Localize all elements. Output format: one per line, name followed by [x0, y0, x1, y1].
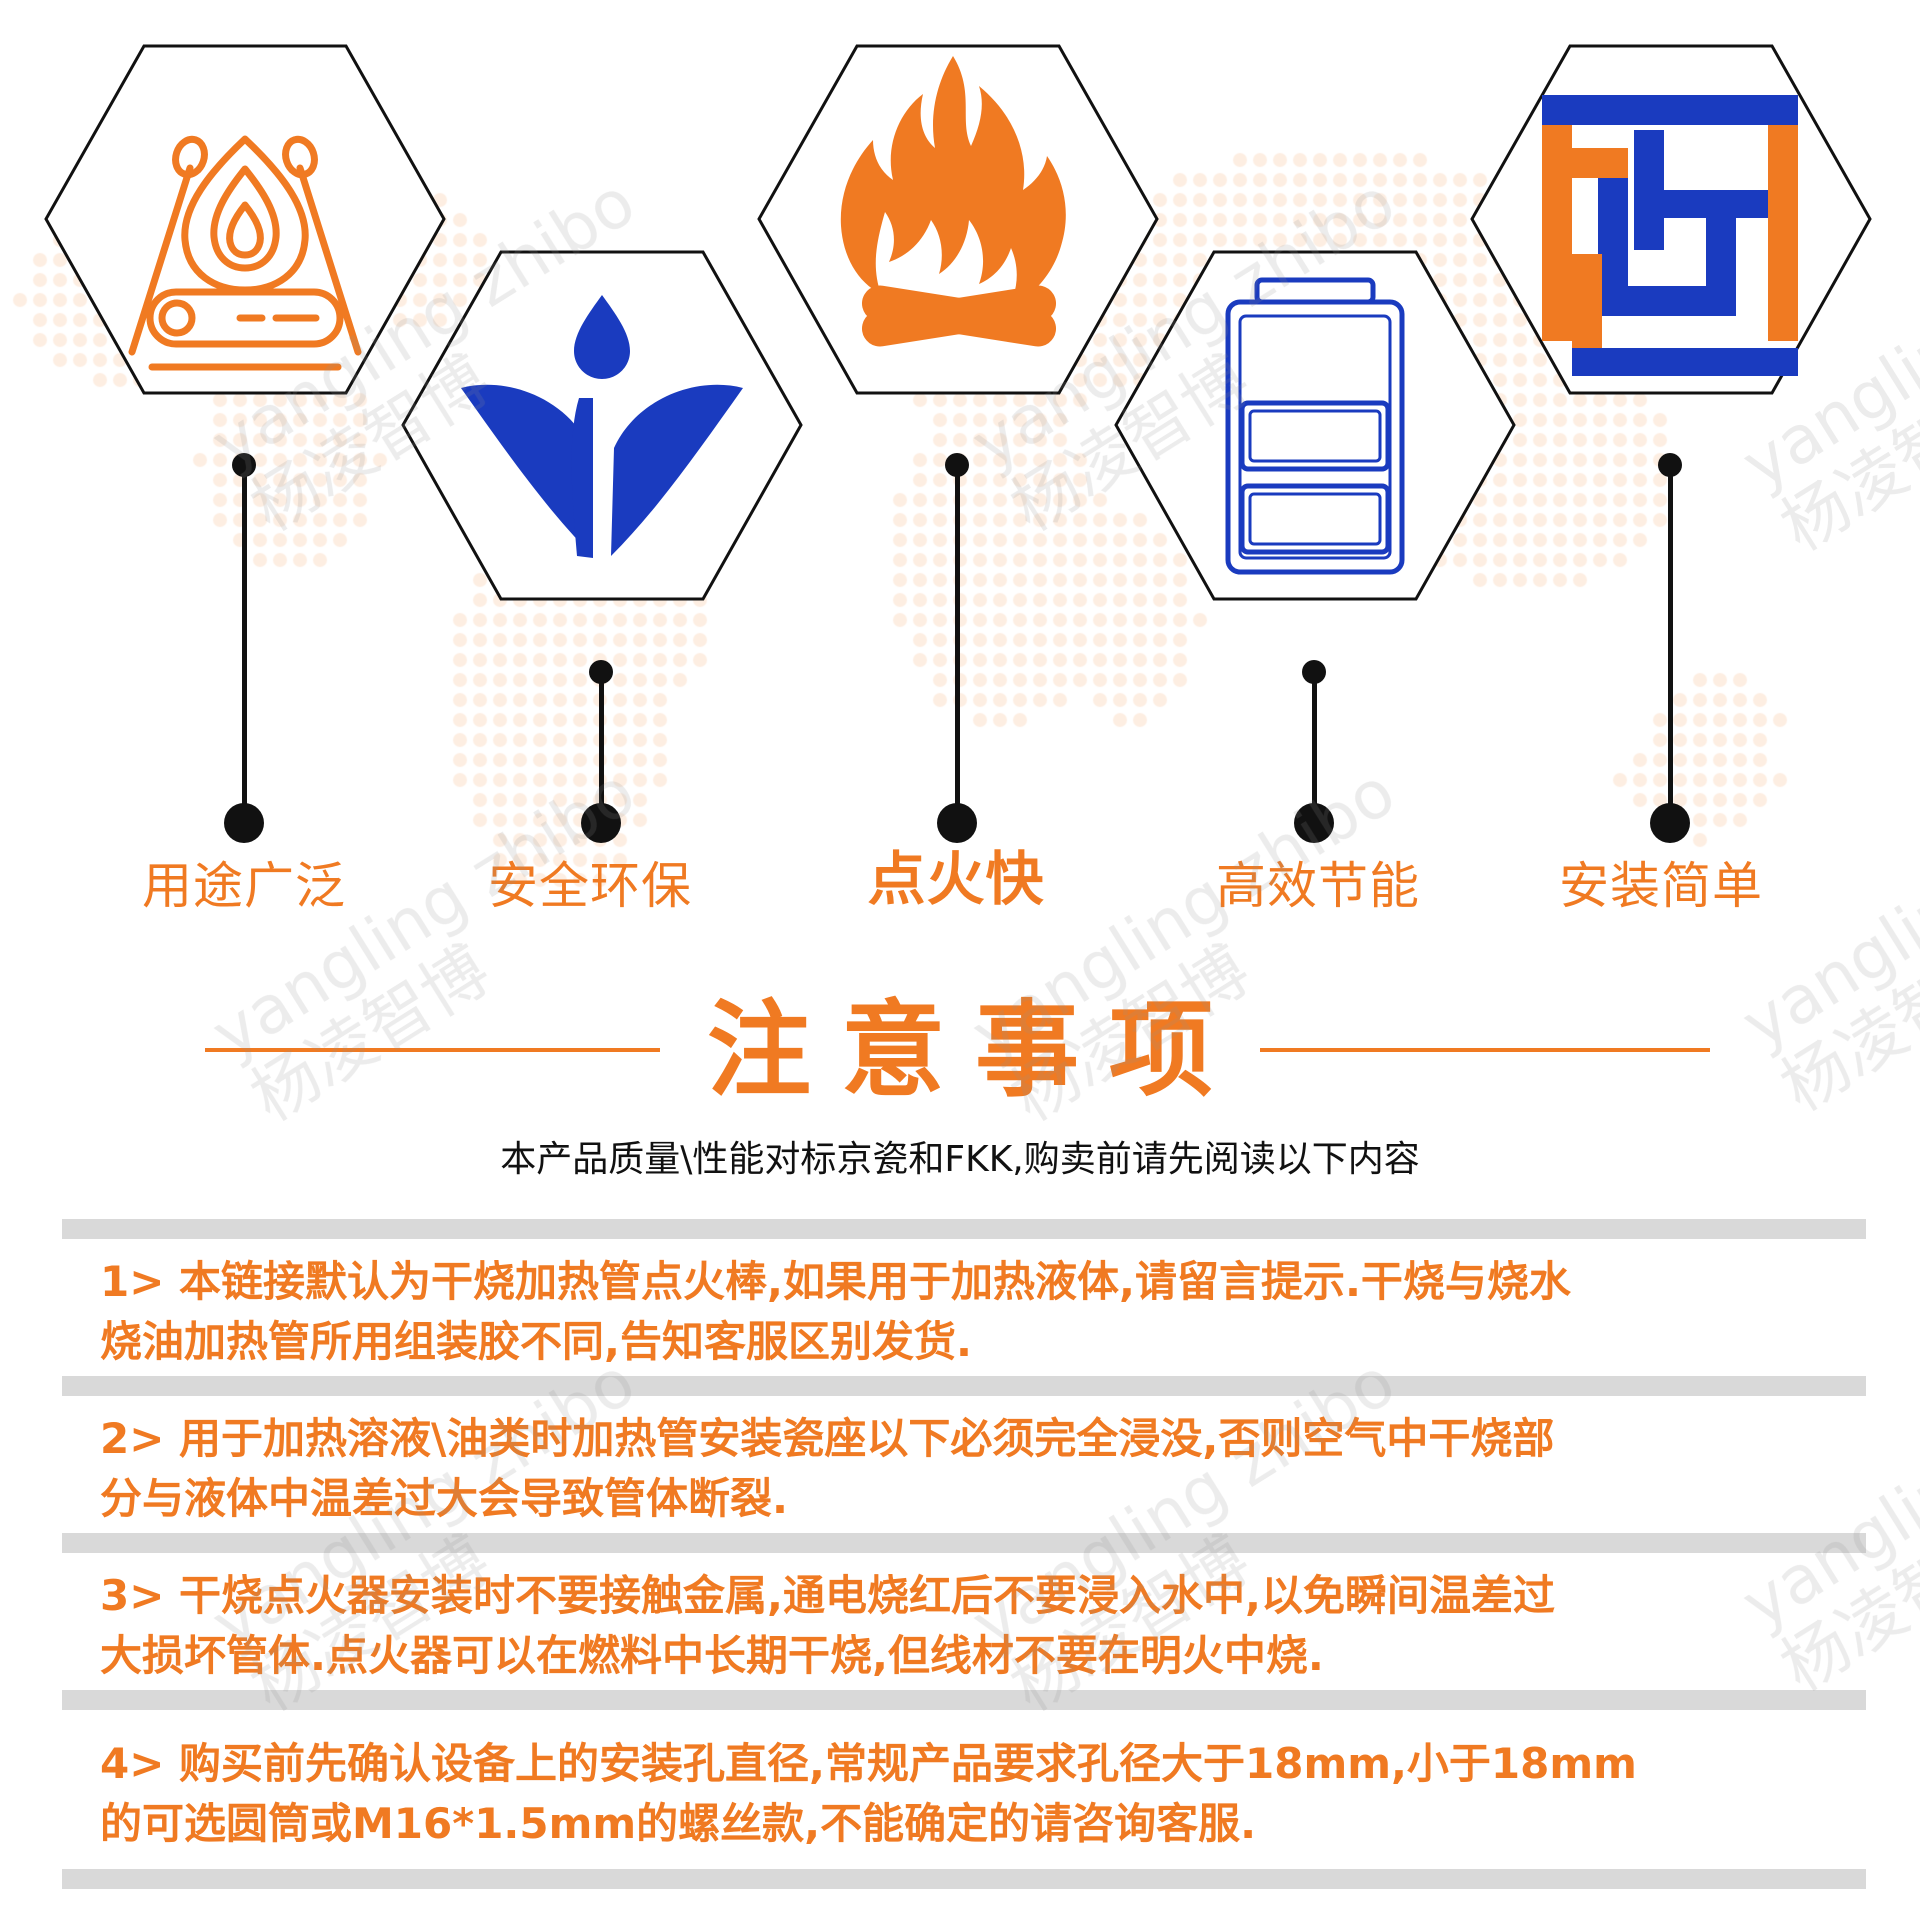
notice-item-4-line-2: 的可选圆筒或M16*1.5mm的螺丝款,不能确定的请咨询客服. — [100, 1799, 1257, 1848]
notice-item-3-line-2: 大损坏管体.点火器可以在燃料中长期干烧,但线材不要在明火中烧. — [100, 1631, 1324, 1680]
connector-line-1 — [241, 465, 247, 823]
feature-hexagon-3 — [753, 42, 1163, 397]
separator-bar-2 — [62, 1376, 1866, 1396]
feature-label-3: 点火快 — [867, 845, 1045, 913]
battery-icon — [1225, 277, 1405, 575]
separator-bar-3 — [62, 1533, 1866, 1553]
feature-hexagon-5 — [1466, 42, 1876, 397]
water-drop-leaf-icon — [461, 295, 743, 558]
notice-item-4: 4> 购买前先确认设备上的安装孔直径,常规产品要求孔径大于18mm,小于18mm… — [100, 1734, 1830, 1854]
separator-bar-5 — [62, 1869, 1866, 1889]
notice-title: 注意事项 — [706, 989, 1243, 1111]
notice-item-2-line-1: 2> 用于加热溶液\油类时加热管安装瓷座以下必须完全浸没,否则空气中干烧部 — [100, 1414, 1555, 1463]
notice-item-2: 2> 用于加热溶液\油类时加热管安装瓷座以下必须完全浸没,否则空气中干烧部 分与… — [100, 1409, 1830, 1529]
notice-item-3-line-1: 3> 干烧点火器安装时不要接触金属,通电烧红后不要浸入水中,以免瞬间温差过 — [100, 1571, 1555, 1620]
feature-hexagon-2 — [397, 248, 807, 603]
flame-icon — [840, 56, 1066, 347]
notice-item-1-line-2: 烧油加热管所用组装胶不同,告知客服区别发货. — [100, 1317, 972, 1366]
feature-label-2: 安全环保 — [488, 857, 692, 915]
install-frame-icon — [1542, 95, 1798, 376]
notice-item-4-line-1: 4> 购买前先确认设备上的安装孔直径,常规产品要求孔径大于18mm,小于18mm — [100, 1739, 1637, 1788]
connector-dot-bottom-1 — [224, 803, 264, 843]
title-rule-right — [1260, 1048, 1710, 1052]
campfire-marshmallow-icon — [128, 135, 362, 371]
feature-label-1: 用途广泛 — [142, 857, 346, 915]
feature-label-5: 安装简单 — [1559, 857, 1763, 915]
notice-item-2-line-2: 分与液体中温差过大会导致管体断裂. — [100, 1474, 788, 1523]
separator-bar-1 — [62, 1219, 1866, 1239]
feature-hexagon-1 — [40, 42, 450, 397]
notice-item-1-line-1: 1> 本链接默认为干烧加热管点火棒,如果用于加热液体,请留言提示.干烧与烧水 — [100, 1257, 1571, 1306]
title-rule-left — [205, 1048, 660, 1052]
notice-item-1: 1> 本链接默认为干烧加热管点火棒,如果用于加热液体,请留言提示.干烧与烧水 烧… — [100, 1252, 1830, 1372]
connector-line-2 — [598, 672, 604, 823]
connector-dot-bottom-5 — [1650, 803, 1690, 843]
connector-line-3 — [954, 465, 960, 823]
feature-label-4: 高效节能 — [1216, 857, 1420, 915]
connector-line-5 — [1667, 465, 1673, 823]
notice-subtitle: 本产品质量\性能对标京瓷和FKK,购卖前请先阅读以下内容 — [500, 1139, 1420, 1180]
connector-dot-bottom-4 — [1294, 803, 1334, 843]
separator-bar-4 — [62, 1690, 1866, 1710]
connector-line-4 — [1311, 672, 1317, 823]
connector-dot-bottom-3 — [937, 803, 977, 843]
connector-dot-bottom-2 — [581, 803, 621, 843]
notice-item-3: 3> 干烧点火器安装时不要接触金属,通电烧红后不要浸入水中,以免瞬间温差过 大损… — [100, 1566, 1830, 1686]
feature-hexagon-4 — [1110, 248, 1520, 603]
